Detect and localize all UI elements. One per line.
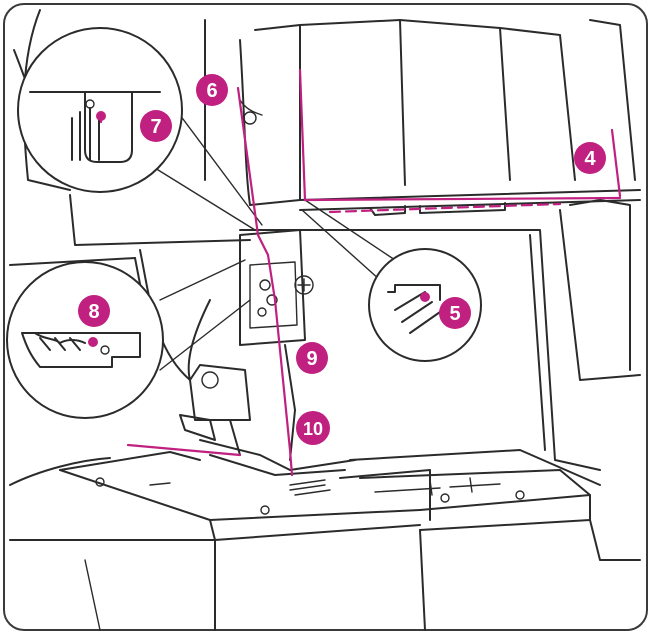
callout-9: 9 bbox=[296, 342, 328, 374]
tension-guide-icon bbox=[387, 284, 441, 334]
callout-9-label: 9 bbox=[306, 348, 317, 370]
inset-5 bbox=[301, 199, 482, 362]
callout-4-label: 4 bbox=[584, 148, 596, 170]
callout-6-label: 6 bbox=[206, 80, 217, 102]
thread-guide-icon bbox=[71, 99, 100, 161]
inset-8 bbox=[6, 259, 251, 419]
callout-5: 5 bbox=[439, 297, 471, 329]
callout-10-label: 10 bbox=[303, 419, 323, 439]
callout-6: 6 bbox=[196, 74, 228, 106]
callout-10: 10 bbox=[296, 411, 330, 445]
callout-7-label: 7 bbox=[150, 116, 161, 138]
callout-7: 7 bbox=[140, 110, 172, 142]
inset-7 bbox=[17, 27, 263, 231]
looper-guide-icon bbox=[21, 332, 141, 368]
callout-8: 8 bbox=[78, 295, 110, 327]
callout-8-label: 8 bbox=[88, 301, 99, 323]
callout-4: 4 bbox=[574, 142, 606, 174]
machine-bed bbox=[9, 449, 641, 631]
callout-5-label: 5 bbox=[449, 303, 460, 325]
thread-path bbox=[126, 68, 622, 477]
machine-body bbox=[13, 9, 641, 471]
